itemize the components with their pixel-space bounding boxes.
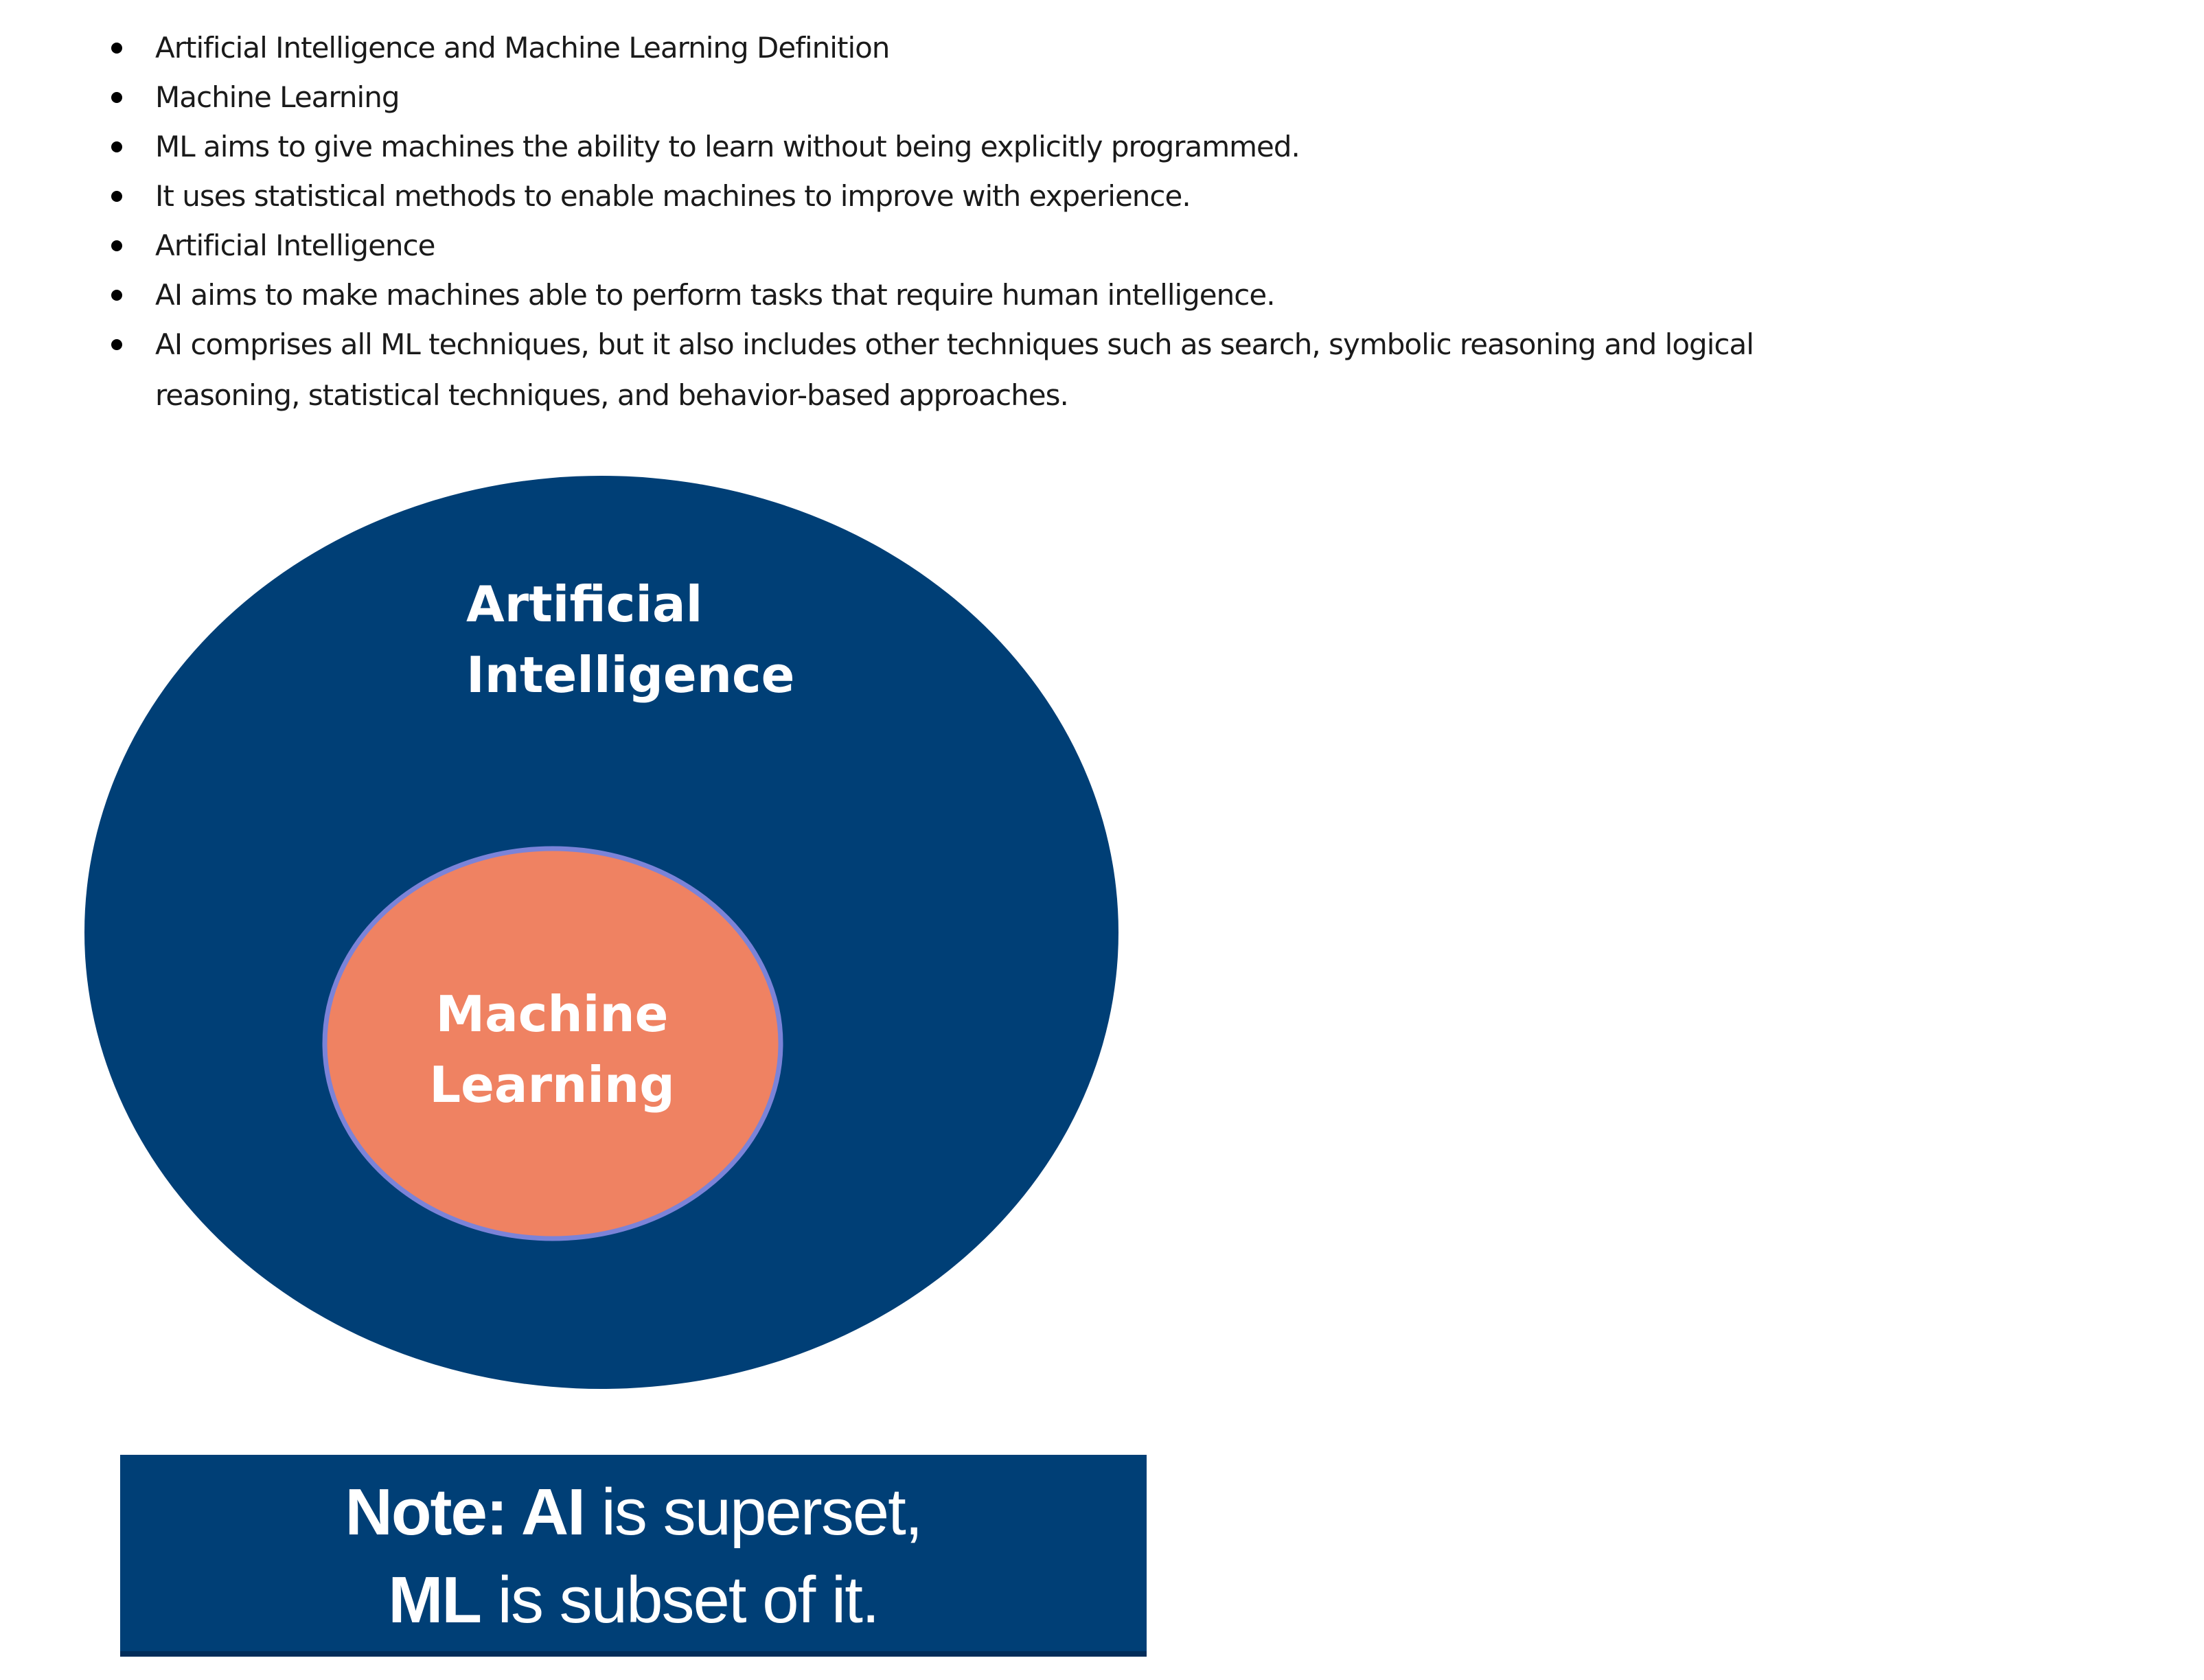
list-item-text: AI comprises all ML techniques, but it a… — [155, 327, 1754, 361]
ml-ellipse — [322, 846, 783, 1241]
note-text: is superset, — [584, 1475, 923, 1549]
list-item-text: Artificial Intelligence — [155, 229, 435, 262]
ai-label-line1: Artificial — [466, 575, 702, 633]
bullet-icon — [111, 240, 122, 251]
list-item-text: It uses statistical methods to enable ma… — [155, 179, 1191, 213]
note-text: is subset of it. — [481, 1563, 880, 1637]
list-item-text: Machine Learning — [155, 80, 400, 114]
list-item-text: Artificial Intelligence and Machine Lear… — [155, 31, 890, 65]
bullet-icon — [111, 191, 122, 202]
ai-label-line2: Intelligence — [466, 646, 794, 704]
note-line-2: ML is subset of it. — [120, 1556, 1147, 1644]
list-item-text: AI aims to make machines able to perform… — [155, 278, 1276, 312]
note-bold-ml: ML — [388, 1563, 482, 1637]
note-bold-ai: Note: AI — [345, 1475, 586, 1549]
list-item-text: ML aims to give machines the ability to … — [155, 130, 1300, 163]
ml-label-line1: Machine — [436, 985, 669, 1043]
bullet-icon — [111, 43, 122, 54]
list-item: It uses statistical methods to enable ma… — [111, 172, 2009, 221]
list-item: Artificial Intelligence and Machine Lear… — [111, 23, 2009, 73]
list-item: Artificial Intelligence — [111, 221, 2009, 271]
list-item: AI aims to make machines able to perform… — [111, 271, 2009, 320]
note-line-1: Note: AI is superset, — [120, 1469, 1147, 1556]
bullet-icon — [111, 339, 122, 350]
ml-label-line2: Learning — [429, 1056, 675, 1114]
bullet-icon — [111, 92, 122, 103]
list-item-text: reasoning, statistical techniques, and b… — [155, 378, 1069, 412]
list-item: Machine Learning — [111, 73, 2009, 122]
list-item-continuation: reasoning, statistical techniques, and b… — [155, 371, 2009, 420]
list-item: ML aims to give machines the ability to … — [111, 122, 2009, 172]
bullet-icon — [111, 290, 122, 301]
bullet-icon — [111, 141, 122, 152]
note-box: Note: AI is superset, ML is subset of it… — [120, 1455, 1147, 1657]
list-item: AI comprises all ML techniques, but it a… — [111, 320, 2009, 369]
